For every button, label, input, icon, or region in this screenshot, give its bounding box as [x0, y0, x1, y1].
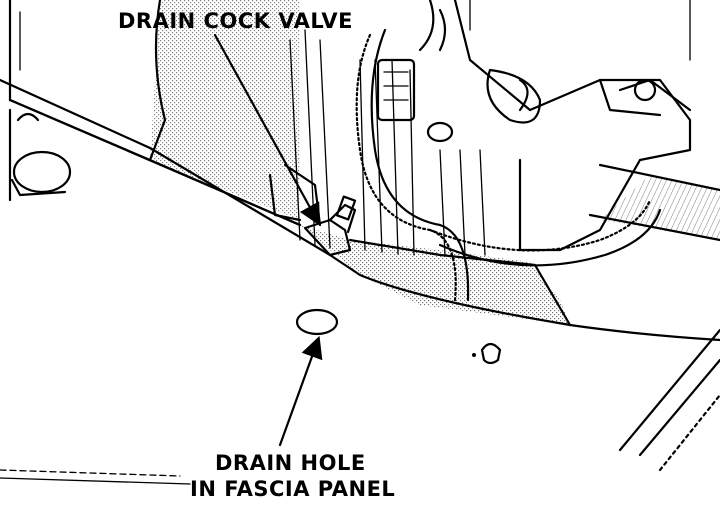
harness-connector — [376, 58, 416, 122]
fascia-panel — [0, 78, 720, 485]
fascia-clip — [480, 342, 502, 365]
drain-hole-label-line1: DRAIN HOLE — [215, 451, 366, 475]
leader-arrows — [213, 33, 323, 447]
drain-hole — [295, 308, 339, 336]
right-bracket — [426, 0, 720, 252]
drain-hole-label-line2: IN FASCIA PANEL — [190, 477, 395, 501]
engine-compartment — [8, 0, 720, 302]
drain-hole-leader-arrow — [278, 335, 323, 447]
radiator-core — [289, 29, 486, 256]
drain-cock-valve-label: DRAIN COCK VALVE — [118, 9, 353, 33]
drain-cock-leader-arrow — [213, 33, 321, 226]
